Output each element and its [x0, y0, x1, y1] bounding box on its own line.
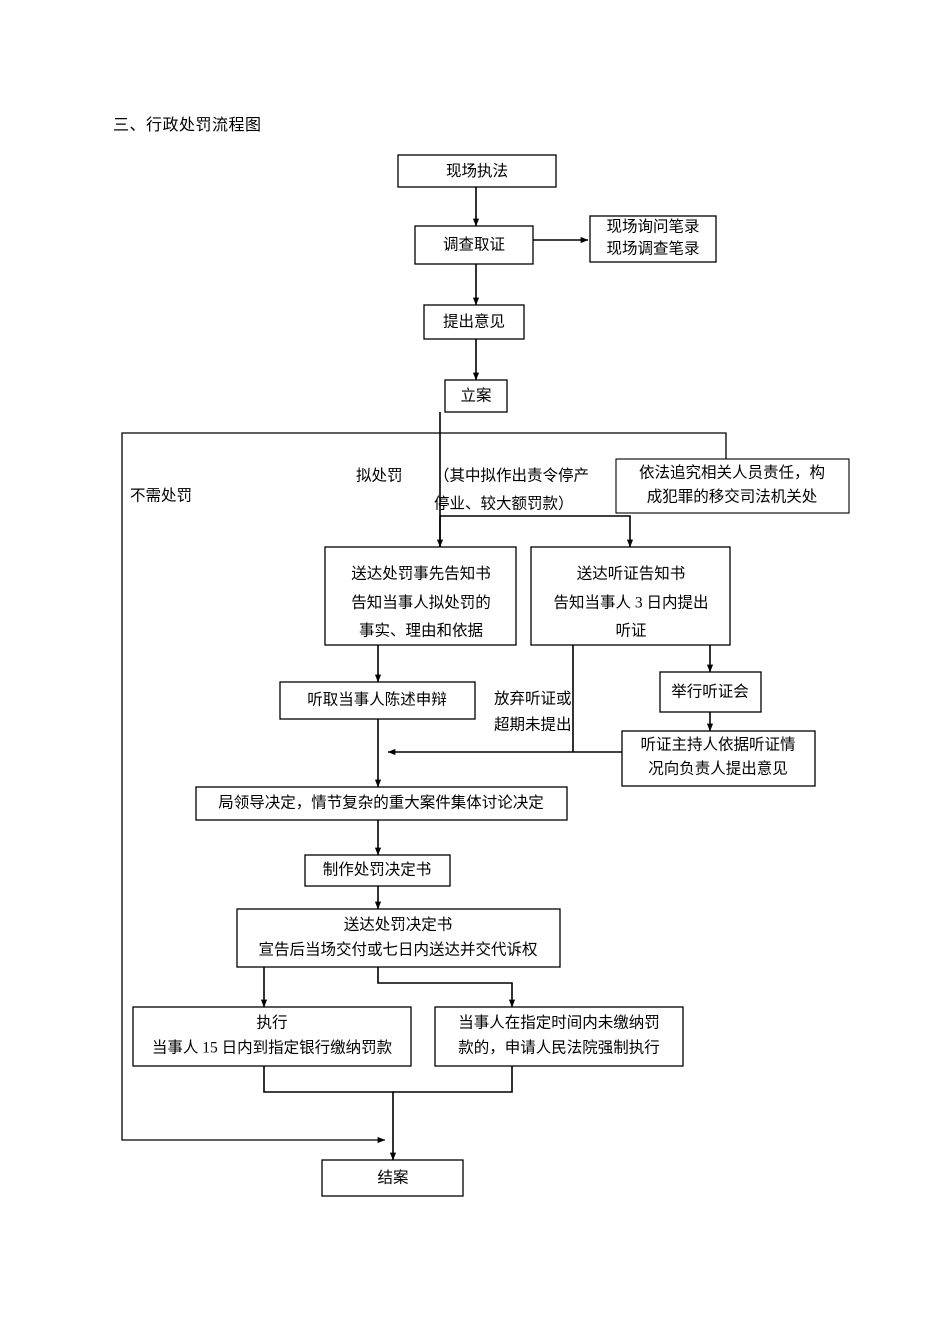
edge-filing-to-closure-no-penalty — [121, 432, 440, 1144]
node-label-line-2: 宣告后当场交付或七日内送达并交代诉权 — [258, 941, 537, 959]
node-case-filing[interactable]: 立案 — [444, 379, 508, 413]
node-label: 制作处罚决定书 — [323, 861, 432, 879]
node-label-line-2: 况向负责人提出意见 — [648, 759, 788, 778]
node-draft-decision[interactable]: 制作处罚决定书 — [304, 854, 451, 887]
node-label-line-1: 依法追究相关人员责任，构 — [639, 464, 825, 482]
node-label-line-1: 送达听证告知书 — [577, 565, 686, 583]
node-leader-decision[interactable]: 局领导决定，情节复杂的重大案件集体讨论决定 — [195, 786, 568, 821]
node-label-line-1: 听证主持人依据听证情 — [640, 736, 795, 754]
edge-label-waive-hearing-line-1: 放弃听证或 — [494, 690, 572, 708]
node-label: 举行听证会 — [671, 683, 749, 701]
page-title: 三、行政处罚流程图 — [113, 117, 262, 134]
node-execution[interactable]: 执行 当事人 15 日内到指定银行缴纳罚款 — [132, 1006, 412, 1067]
edge-label-hearing-scope-line-1: （其中拟作出责令停产 — [434, 467, 589, 485]
node-submit-opinion[interactable]: 提出意见 — [423, 304, 525, 340]
node-label-line-1: 现场询问笔录 — [606, 218, 699, 236]
node-label: 调查取证 — [443, 236, 505, 254]
node-label-line-2: 款的，申请人民法院强制执行 — [458, 1038, 660, 1057]
node-label-line-2: 告知当事人 3 日内提出 — [553, 594, 708, 612]
node-label: 局领导决定，情节复杂的重大案件集体讨论决定 — [218, 794, 544, 812]
node-label-line-1: 送达处罚事先告知书 — [351, 565, 491, 583]
node-prior-notice[interactable]: 送达处罚事先告知书 告知当事人拟处罚的 事实、理由和依据 — [324, 546, 517, 646]
edge-service-to-court-enforcement — [377, 967, 516, 1008]
edge-filing-to-criminal-transfer — [440, 432, 727, 459]
node-label-line-3: 事实、理由和依据 — [359, 622, 483, 640]
node-label-line-2: 现场调查笔录 — [606, 240, 699, 258]
node-label-line-2: 成犯罪的移交司法机关处 — [647, 488, 818, 506]
node-label: 现场执法 — [446, 162, 508, 180]
node-hear-statement[interactable]: 听取当事人陈述申辩 — [279, 681, 476, 720]
edge-label-waive-hearing-line-2: 超期未提出 — [494, 716, 572, 734]
node-label-line-1: 当事人在指定时间内未缴纳罚 — [458, 1014, 660, 1032]
edge-label-propose-penalty: 拟处罚 — [356, 467, 403, 485]
edge-court-enforcement-to-closure — [393, 1066, 513, 1093]
edge-execution-to-closure — [263, 1066, 397, 1161]
node-site-records[interactable]: 现场询问笔录 现场调查笔录 — [589, 215, 717, 263]
node-label: 听取当事人陈述申辩 — [307, 691, 447, 709]
node-hold-hearing[interactable]: 举行听证会 — [659, 671, 762, 713]
edge-label-hearing-scope-line-2: 停业、较大额罚款） — [434, 495, 574, 513]
node-label-line-1: 执行 — [256, 1014, 287, 1032]
node-investigation[interactable]: 调查取证 — [414, 225, 534, 265]
node-label: 提出意见 — [443, 312, 505, 331]
node-label: 结案 — [377, 1169, 409, 1187]
node-court-enforcement[interactable]: 当事人在指定时间内未缴纳罚 款的，申请人民法院强制执行 — [434, 1006, 684, 1067]
node-label-line-1: 送达处罚决定书 — [344, 916, 453, 934]
node-case-closure[interactable]: 结案 — [321, 1159, 464, 1197]
node-label: 立案 — [460, 387, 492, 405]
node-label-line-3: 听证 — [615, 622, 646, 640]
node-hearing-host-opinion[interactable]: 听证主持人依据听证情 况向负责人提出意见 — [621, 730, 816, 787]
node-hearing-notice[interactable]: 送达听证告知书 告知当事人 3 日内提出 听证 — [530, 546, 731, 646]
node-label-line-2: 当事人 15 日内到指定银行缴纳罚款 — [152, 1039, 393, 1057]
node-criminal-transfer[interactable]: 依法追究相关人员责任，构 成犯罪的移交司法机关处 — [615, 458, 850, 514]
node-site-enforcement[interactable]: 现场执法 — [397, 154, 557, 188]
node-serve-decision[interactable]: 送达处罚决定书 宣告后当场交付或七日内送达并交代诉权 — [236, 908, 561, 968]
edge-split-to-notices — [436, 515, 634, 548]
edge-label-no-penalty: 不需处罚 — [130, 487, 192, 505]
node-label-line-2: 告知当事人拟处罚的 — [351, 594, 491, 612]
